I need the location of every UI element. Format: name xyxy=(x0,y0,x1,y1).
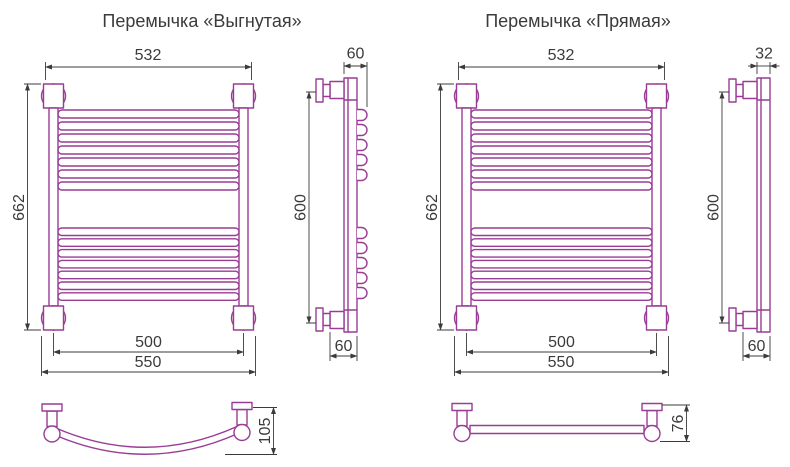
side-rail xyxy=(756,77,771,333)
dimension-label: 60 xyxy=(347,46,365,63)
extension-lines xyxy=(756,62,771,74)
dimension-label: 662 xyxy=(424,194,441,221)
fitting-block xyxy=(329,310,345,330)
dimension-label: 32 xyxy=(755,46,773,63)
fitting-flange xyxy=(315,78,324,103)
rung-bump xyxy=(357,168,368,182)
top-view-left-fitting xyxy=(41,403,63,443)
curved-dim-bottom-depth: 60 xyxy=(329,332,358,361)
curved-dim-top-width: 532 xyxy=(44,47,253,80)
dimension-label: 532 xyxy=(135,47,162,64)
dimension-label: 500 xyxy=(135,334,162,351)
straight-dim-mount-width: 500 xyxy=(465,333,658,356)
fitting-neck xyxy=(735,312,744,327)
curved-top-view: 105 xyxy=(41,401,277,456)
fitting-neck xyxy=(735,83,744,98)
fitting-flange xyxy=(315,307,324,332)
curved-front-view xyxy=(40,83,257,331)
curved-dim-overall-width: 550 xyxy=(40,336,257,376)
rung-bump xyxy=(357,226,368,240)
dimension-label: 500 xyxy=(548,334,575,351)
straight-dim-height: 662 xyxy=(424,83,454,331)
straight-title: Перемычка «Прямая» xyxy=(485,11,671,31)
curved-crossbar xyxy=(55,425,239,455)
dimension-label: 600 xyxy=(706,194,723,221)
rung-bump xyxy=(357,241,368,255)
straight-dim-tube-width: 32 xyxy=(748,46,780,74)
side-bottom-fitting xyxy=(315,307,345,332)
curved-dim-height: 662 xyxy=(11,83,41,331)
curved-dim-side-height: 600 xyxy=(293,91,316,324)
straight-crossbar xyxy=(469,424,645,435)
side-rail xyxy=(343,77,358,333)
fitting-block xyxy=(742,310,758,330)
straight-diagram: Перемычка «Прямая» 532 662 500 550 xyxy=(424,11,780,443)
fitting-neck xyxy=(322,83,331,98)
side-top-fitting xyxy=(728,78,758,103)
fitting-block xyxy=(742,80,758,100)
curved-dim-top-depth: 60 xyxy=(343,46,368,107)
rung-bump xyxy=(357,286,368,300)
straight-dim-bottom-depth: 60 xyxy=(742,332,771,361)
fitting-block xyxy=(329,80,345,100)
side-bottom-fitting xyxy=(728,307,758,332)
curved-side-view: 60 600 60 xyxy=(293,46,368,361)
curved-dim-bow-depth: 105 xyxy=(225,406,277,456)
curved-dim-mount-width: 500 xyxy=(52,333,245,356)
extension-lines xyxy=(458,62,665,80)
straight-top-view: 76 xyxy=(451,402,690,443)
side-rail-detail xyxy=(757,78,770,332)
extension-lines xyxy=(41,336,256,376)
curved-diagram: Перемычка «Выгнутая» 532 662 500 550 xyxy=(11,11,368,456)
curved-rung-bumps xyxy=(357,108,368,300)
dimension-label: 60 xyxy=(335,338,353,355)
extension-lines xyxy=(454,336,669,376)
straight-side-view: 32 600 60 xyxy=(706,46,780,361)
top-view-right-fitting xyxy=(231,401,253,442)
straight-dim-overall-width: 550 xyxy=(453,336,670,376)
fitting-flange xyxy=(728,78,737,103)
dimension-label: 662 xyxy=(11,194,28,221)
rung-bump xyxy=(357,108,368,122)
dimension-label: 532 xyxy=(548,47,575,64)
rung-bump xyxy=(357,271,368,285)
fitting-flange xyxy=(728,307,737,332)
rung-bump xyxy=(357,153,368,167)
dimension-label: 76 xyxy=(670,415,687,433)
side-top-fitting xyxy=(315,78,345,103)
dimension-label: 600 xyxy=(293,194,310,221)
extension-lines xyxy=(45,62,252,80)
straight-front-view xyxy=(453,83,670,331)
dimension-label: 550 xyxy=(135,354,162,371)
top-view-left-fitting xyxy=(451,402,473,443)
straight-dim-side-height: 600 xyxy=(706,91,729,324)
straight-dim-bar-depth: 76 xyxy=(660,404,690,443)
curved-title: Перемычка «Выгнутая» xyxy=(102,11,301,31)
straight-dim-top-width: 532 xyxy=(457,47,666,80)
dimension-label: 60 xyxy=(748,338,766,355)
fitting-neck xyxy=(322,312,331,327)
dimension-label: 105 xyxy=(257,418,274,445)
rung-bump xyxy=(357,138,368,152)
dimension-label: 550 xyxy=(548,354,575,371)
side-rail-detail xyxy=(344,78,357,332)
rung-bump xyxy=(357,123,368,137)
rung-bump xyxy=(357,256,368,270)
top-view-right-fitting xyxy=(641,402,663,443)
